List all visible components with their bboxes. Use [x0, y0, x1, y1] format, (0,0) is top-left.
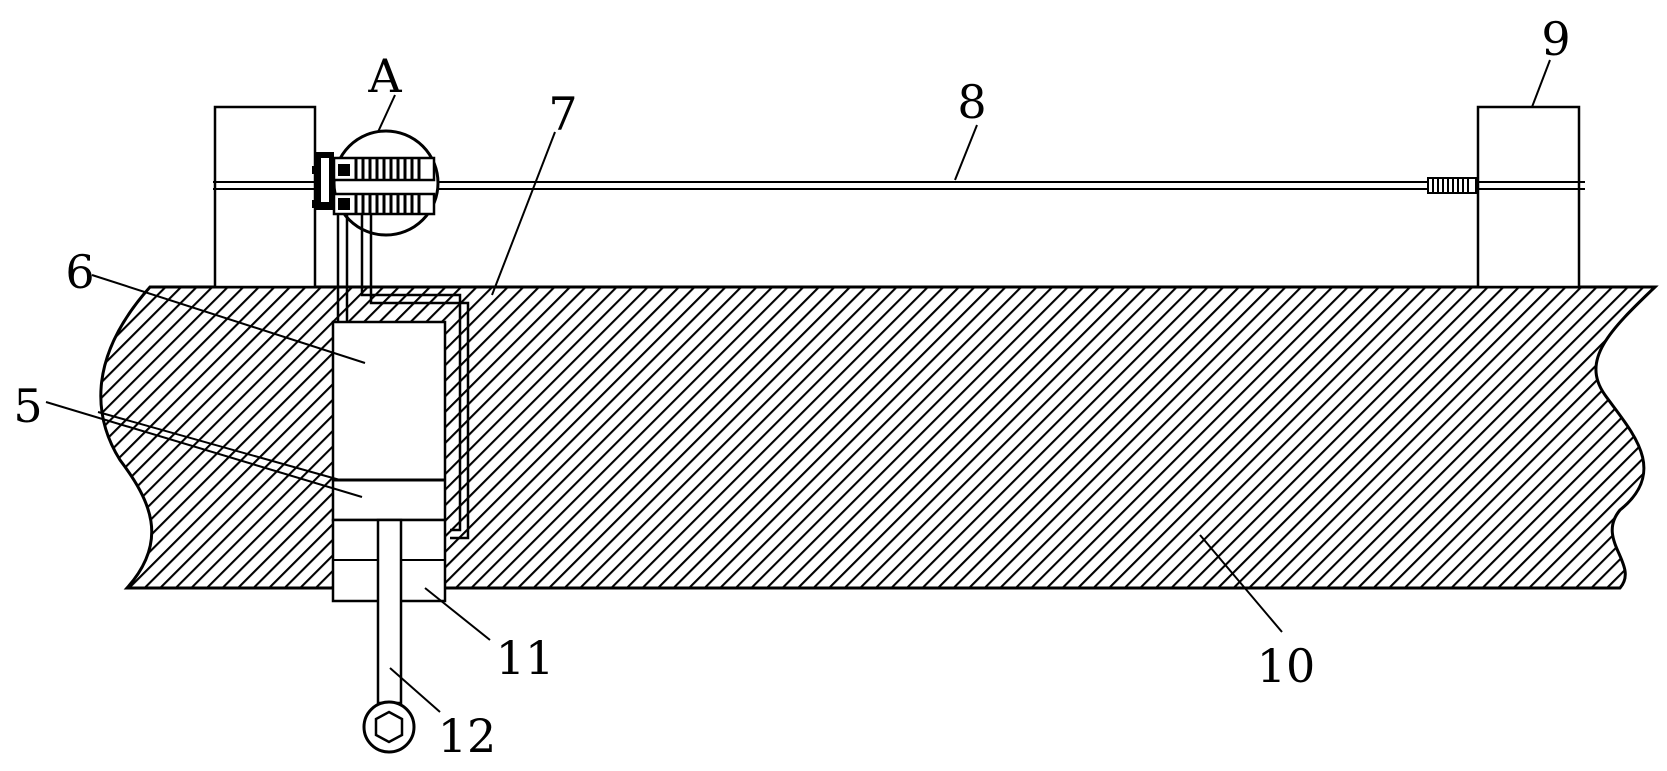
leader-lines	[45, 59, 1551, 713]
label-8: 8	[957, 75, 986, 129]
leader-6	[91, 274, 366, 364]
label-a: A	[367, 49, 402, 103]
label-11: 11	[496, 631, 555, 685]
leader-5b	[97, 411, 341, 481]
leader-12	[389, 667, 441, 713]
leader-11	[424, 587, 491, 641]
label-5: 5	[13, 379, 42, 433]
base-block-10	[99, 285, 1659, 590]
leader-8	[954, 124, 978, 181]
leader-a	[377, 94, 396, 133]
label-12: 12	[438, 709, 497, 763]
label-7: 7	[548, 87, 577, 141]
leader-10	[1199, 534, 1283, 633]
leader-9	[1531, 59, 1551, 108]
detail-a-assembly	[312, 129, 440, 237]
leader-7	[491, 131, 556, 296]
label-9: 9	[1541, 12, 1570, 66]
left-post	[213, 105, 317, 289]
label-6: 6	[65, 245, 94, 299]
leader-5a	[45, 401, 363, 498]
ring-hole	[374, 710, 404, 744]
label-10: 10	[1257, 639, 1316, 693]
cylinder-body-6	[331, 320, 447, 522]
spring-right	[1427, 177, 1477, 194]
right-post-9	[1476, 105, 1581, 289]
pipe-7	[336, 214, 470, 540]
